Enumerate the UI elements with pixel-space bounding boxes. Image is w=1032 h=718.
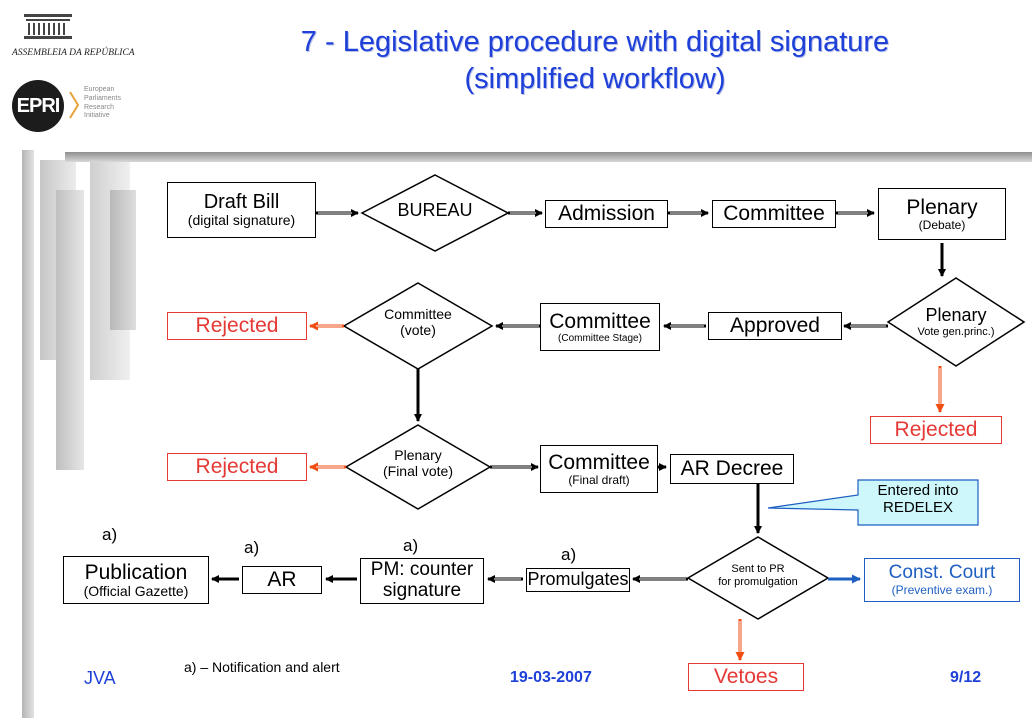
page-title-line1: 7 - Legislative procedure with digital s… — [300, 26, 890, 58]
publication-label: Publication — [84, 560, 188, 584]
ar-decree-node: AR Decree — [670, 454, 794, 484]
committee-stage-node: Committee (Committee Stage) — [540, 303, 660, 351]
committee-vote-label: Committee (vote) — [384, 306, 452, 339]
approved-label: Approved — [730, 314, 820, 338]
parliament-logo: ASSEMBLEIA DA REPÚBLICA — [12, 8, 162, 64]
plenary-vote-diamond — [886, 277, 1026, 367]
header-divider — [65, 152, 1032, 162]
rejected-2-label: Rejected — [195, 455, 279, 479]
committee-1-label: Committee — [723, 202, 825, 226]
promulgates-label: Promulgates — [527, 569, 629, 590]
const-court-label: Const. Court — [888, 561, 996, 583]
sent-to-pr-diamond — [686, 536, 830, 620]
side-decoration — [0, 0, 160, 718]
committee-stage-sub: (Committee Stage) — [558, 333, 642, 345]
parliament-logo-text: ASSEMBLEIA DA REPÚBLICA — [12, 48, 135, 58]
vetoes-node: Vetoes — [688, 663, 804, 691]
footer-legend: a) – Notification and alert — [184, 659, 340, 675]
footer-page: 9/12 — [950, 669, 982, 686]
bureau-label: BUREAU — [397, 200, 473, 220]
epri-logo-text: EPRI — [16, 94, 61, 117]
note-a-promulgates: a) — [561, 545, 577, 564]
note-a-publication: a) — [102, 525, 118, 544]
approved-node: Approved — [708, 312, 842, 340]
rejected-node-1: Rejected — [167, 312, 307, 340]
pm-counter-line1: PM: counter — [370, 559, 474, 581]
committee-final-label: Committee — [548, 450, 650, 474]
pm-counter-node: PM: counter signature — [360, 558, 484, 604]
plenary-1-label: Plenary — [906, 195, 978, 219]
bureau-diamond — [360, 174, 510, 252]
ar-node: AR — [242, 566, 322, 594]
const-court-sub: (Preventive exam.) — [891, 582, 993, 597]
vetoes-label: Vetoes — [713, 665, 779, 689]
admission-label: Admission — [558, 202, 655, 226]
note-a-ar: a) — [244, 538, 260, 557]
redelex-note: Entered into REDELEX — [877, 482, 959, 517]
page-title: 7 - Legislative procedure with digital s… — [175, 24, 1015, 98]
page-title-line2: (simplified workflow) — [464, 63, 726, 96]
committee-final-node: Committee (Final draft) — [540, 445, 658, 493]
promulgates-node: Promulgates — [526, 568, 630, 592]
admission-node: Admission — [545, 200, 668, 228]
rejected-1-label: Rejected — [195, 314, 279, 338]
plenary-final-label: Plenary (Final vote) — [382, 447, 454, 480]
chevron-right-icon — [69, 91, 80, 119]
draft-bill-sub: (digital signature) — [187, 212, 296, 229]
plenary-1-sub: (Debate) — [918, 217, 966, 232]
rejected-node-2: Rejected — [167, 453, 307, 481]
const-court-node: Const. Court (Preventive exam.) — [864, 558, 1020, 602]
publication-node: Publication (Official Gazette) — [63, 556, 209, 604]
epri-subtitle: European Parliaments Research Initiative — [84, 86, 121, 120]
redelex-callout — [767, 479, 979, 526]
plenary-debate-node: Plenary (Debate) — [878, 188, 1006, 240]
note-a-pm: a) — [403, 536, 419, 555]
footer-author: JVA — [84, 668, 116, 688]
sent-to-pr-label: Sent to PR for promulgation — [718, 563, 798, 588]
ar-label: AR — [267, 568, 297, 592]
plenary-vote-label: Plenary Vote gen.princ.) — [917, 305, 995, 338]
ar-decree-label: AR Decree — [680, 457, 784, 481]
pm-counter-line2: signature — [382, 580, 462, 601]
committee-final-sub: (Final draft) — [568, 472, 630, 487]
rejected-right-label: Rejected — [894, 418, 978, 442]
plenary-final-diamond — [344, 424, 492, 510]
epri-logo: EPRI European Parliaments Research Initi… — [12, 80, 160, 142]
footer-date: 19-03-2007 — [510, 669, 592, 686]
draft-bill-node: Draft Bill (digital signature) — [167, 182, 316, 238]
rejected-node-right: Rejected — [870, 416, 1002, 444]
draft-bill-title: Draft Bill — [203, 191, 280, 214]
committee-node-1: Committee — [712, 200, 836, 228]
publication-sub: (Official Gazette) — [83, 582, 189, 599]
committee-stage-label: Committee — [549, 309, 651, 333]
parliament-building-icon — [24, 14, 72, 39]
